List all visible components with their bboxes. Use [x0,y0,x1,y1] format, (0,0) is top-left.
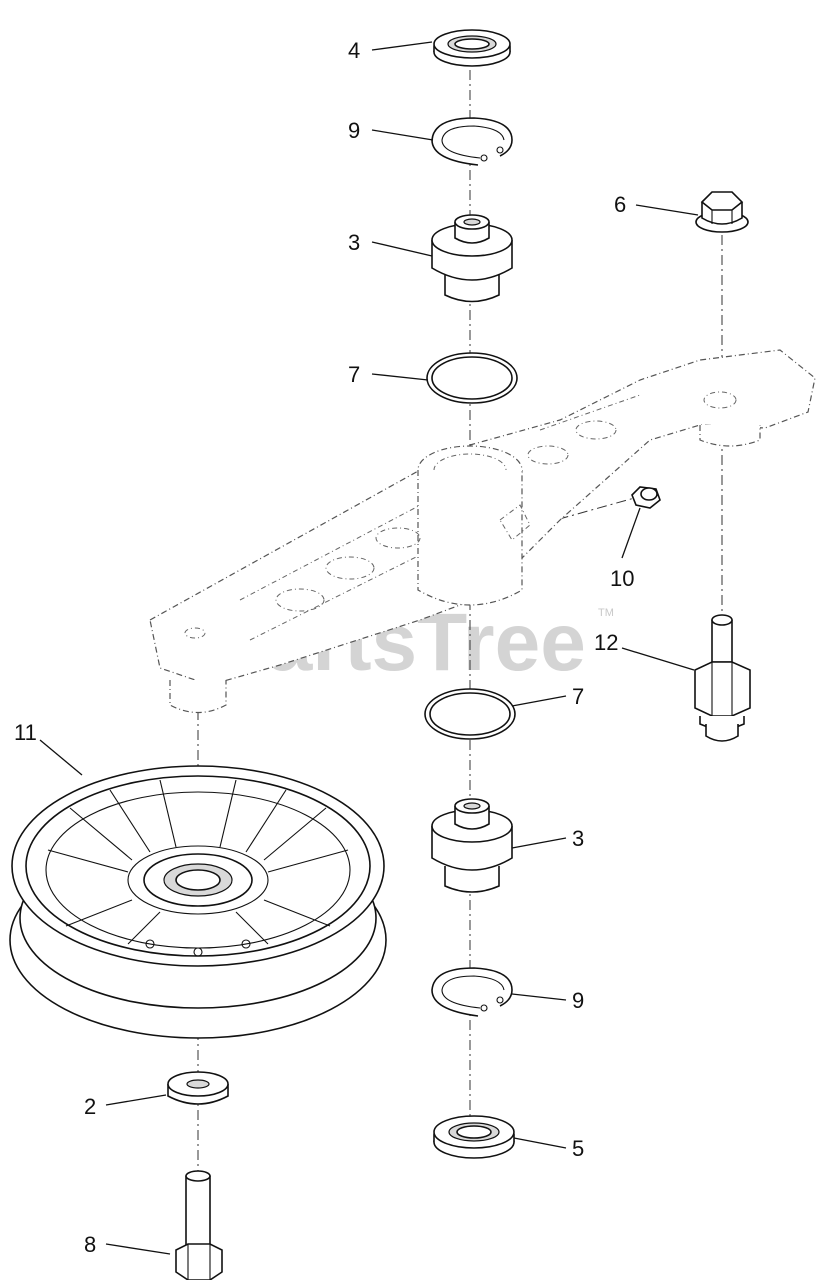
callout-3-top: 3 [348,230,360,255]
callout-4: 4 [348,38,360,63]
seal-top [433,29,511,67]
o-ring-bottom [424,688,516,740]
callout-12: 12 [594,630,618,655]
callout-3-bottom: 3 [572,826,584,851]
pivot-stud [694,614,751,742]
callout-8: 8 [84,1232,96,1257]
callout-11: 11 [14,720,37,745]
idler-arm [149,349,816,714]
seal-bottom [433,1115,515,1159]
watermark-trademark: TM [598,607,614,619]
callout-5: 5 [572,1136,584,1161]
grease-fitting [631,486,661,509]
callout-10: 10 [610,566,634,591]
idler-pulley [9,765,387,1039]
bearing-top [431,214,513,303]
callout-9-bottom: 9 [572,988,584,1013]
shoulder-bolt [175,1170,223,1280]
callout-7-bottom: 7 [572,684,584,709]
o-ring-top [426,352,518,404]
callout-6: 6 [614,192,626,217]
callout-7-top: 7 [348,362,360,387]
callout-9-top: 9 [348,118,360,143]
lock-nut [695,191,749,233]
retaining-ring-top [431,117,513,166]
callout-2: 2 [84,1094,96,1119]
spacer [167,1071,229,1105]
retaining-ring-bottom [431,967,513,1017]
bearing-bottom [431,798,513,893]
leader-lines [39,41,699,1255]
